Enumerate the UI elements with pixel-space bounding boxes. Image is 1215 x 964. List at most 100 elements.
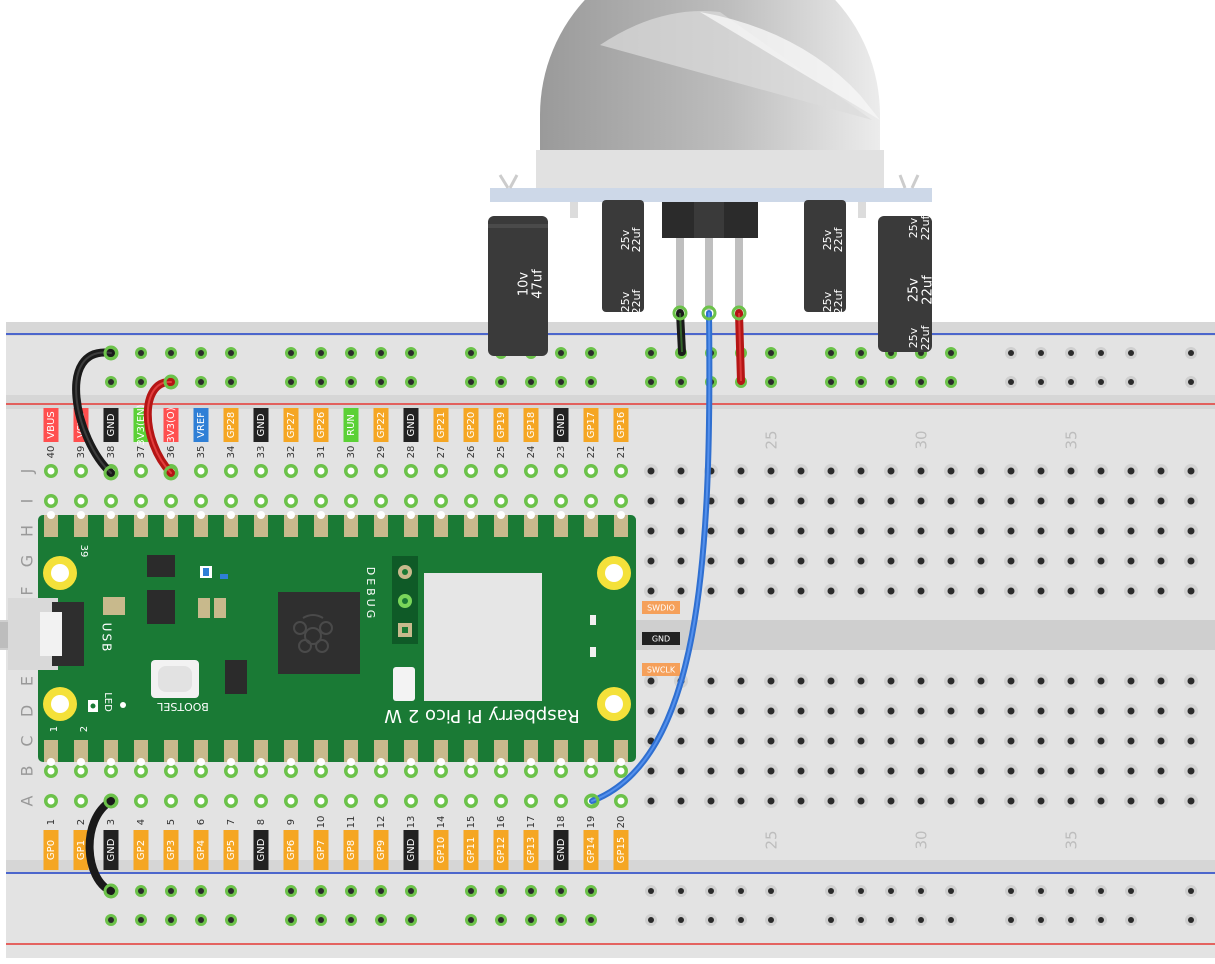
rail-hole[interactable] <box>375 347 387 359</box>
terminal-hole[interactable] <box>1064 764 1078 778</box>
rail-hole[interactable] <box>405 914 417 926</box>
terminal-hole[interactable] <box>734 764 748 778</box>
rail-hole[interactable] <box>1095 914 1107 926</box>
terminal-hole[interactable] <box>884 764 898 778</box>
terminal-hole[interactable] <box>314 764 328 778</box>
terminal-hole[interactable] <box>1154 584 1168 598</box>
rail-hole[interactable] <box>405 347 417 359</box>
terminal-hole[interactable] <box>74 794 88 808</box>
terminal-hole[interactable] <box>944 794 958 808</box>
rail-hole[interactable] <box>645 347 657 359</box>
terminal-hole[interactable] <box>1124 584 1138 598</box>
rail-hole[interactable] <box>375 376 387 388</box>
terminal-hole[interactable] <box>434 794 448 808</box>
terminal-hole[interactable] <box>434 464 448 478</box>
terminal-hole[interactable] <box>914 764 928 778</box>
terminal-hole[interactable] <box>854 794 868 808</box>
rail-hole[interactable] <box>585 347 597 359</box>
rail-hole[interactable] <box>465 914 477 926</box>
terminal-hole[interactable] <box>974 554 988 568</box>
rail-hole[interactable] <box>1035 914 1047 926</box>
rail-hole[interactable] <box>195 885 207 897</box>
rail-hole[interactable] <box>315 347 327 359</box>
terminal-hole[interactable] <box>194 494 208 508</box>
terminal-hole[interactable] <box>1004 764 1018 778</box>
rail-hole[interactable] <box>225 914 237 926</box>
terminal-hole[interactable] <box>104 494 118 508</box>
terminal-hole[interactable] <box>404 464 418 478</box>
terminal-hole[interactable] <box>944 674 958 688</box>
terminal-hole[interactable] <box>704 584 718 598</box>
terminal-hole[interactable] <box>824 584 838 598</box>
rail-hole[interactable] <box>1095 376 1107 388</box>
rail-hole[interactable] <box>855 885 867 897</box>
terminal-hole[interactable] <box>524 464 538 478</box>
terminal-hole[interactable] <box>1124 524 1138 538</box>
rail-hole[interactable] <box>555 885 567 897</box>
terminal-hole[interactable] <box>554 464 568 478</box>
terminal-hole[interactable] <box>434 764 448 778</box>
terminal-hole[interactable] <box>134 764 148 778</box>
terminal-hole[interactable] <box>824 734 838 748</box>
rail-hole[interactable] <box>345 376 357 388</box>
terminal-hole[interactable] <box>914 524 928 538</box>
terminal-hole[interactable] <box>914 584 928 598</box>
rail-hole[interactable] <box>705 914 717 926</box>
bootsel-button[interactable] <box>151 660 199 698</box>
terminal-hole[interactable] <box>974 734 988 748</box>
rail-hole[interactable] <box>1185 914 1197 926</box>
rail-hole[interactable] <box>285 885 297 897</box>
terminal-hole[interactable] <box>674 704 688 718</box>
terminal-hole[interactable] <box>344 494 358 508</box>
terminal-hole[interactable] <box>1034 794 1048 808</box>
terminal-hole[interactable] <box>194 764 208 778</box>
terminal-hole[interactable] <box>854 764 868 778</box>
rail-hole[interactable] <box>345 347 357 359</box>
terminal-hole[interactable] <box>134 794 148 808</box>
terminal-hole[interactable] <box>1034 494 1048 508</box>
rail-hole[interactable] <box>285 914 297 926</box>
terminal-hole[interactable] <box>1064 704 1078 718</box>
terminal-hole[interactable] <box>1004 674 1018 688</box>
terminal-hole[interactable] <box>974 464 988 478</box>
rail-hole[interactable] <box>765 376 777 388</box>
rail-hole[interactable] <box>135 914 147 926</box>
rail-hole[interactable] <box>405 885 417 897</box>
terminal-hole[interactable] <box>1004 554 1018 568</box>
terminal-hole[interactable] <box>824 524 838 538</box>
terminal-hole[interactable] <box>1184 704 1198 718</box>
terminal-hole[interactable] <box>644 494 658 508</box>
terminal-hole[interactable] <box>464 794 478 808</box>
terminal-hole[interactable] <box>1094 524 1108 538</box>
rail-hole[interactable] <box>315 914 327 926</box>
terminal-hole[interactable] <box>494 464 508 478</box>
rail-hole[interactable] <box>525 885 537 897</box>
rail-hole[interactable] <box>285 376 297 388</box>
terminal-hole[interactable] <box>44 764 58 778</box>
rail-hole[interactable] <box>945 347 957 359</box>
terminal-hole[interactable] <box>1034 674 1048 688</box>
terminal-hole[interactable] <box>194 794 208 808</box>
rail-hole[interactable] <box>195 347 207 359</box>
terminal-hole[interactable] <box>494 494 508 508</box>
terminal-hole[interactable] <box>344 464 358 478</box>
terminal-hole[interactable] <box>74 494 88 508</box>
terminal-hole[interactable] <box>1004 494 1018 508</box>
terminal-hole[interactable] <box>734 524 748 538</box>
terminal-hole[interactable] <box>254 464 268 478</box>
rail-hole[interactable] <box>915 376 927 388</box>
terminal-hole[interactable] <box>1034 554 1048 568</box>
terminal-hole[interactable] <box>254 494 268 508</box>
rail-hole[interactable] <box>525 376 537 388</box>
terminal-hole[interactable] <box>1004 584 1018 598</box>
terminal-hole[interactable] <box>764 764 778 778</box>
terminal-hole[interactable] <box>764 794 778 808</box>
terminal-hole[interactable] <box>794 584 808 598</box>
terminal-hole[interactable] <box>794 464 808 478</box>
terminal-hole[interactable] <box>794 794 808 808</box>
terminal-hole[interactable] <box>1184 764 1198 778</box>
terminal-hole[interactable] <box>794 524 808 538</box>
terminal-hole[interactable] <box>734 734 748 748</box>
rail-hole[interactable] <box>885 376 897 388</box>
rail-hole[interactable] <box>465 885 477 897</box>
